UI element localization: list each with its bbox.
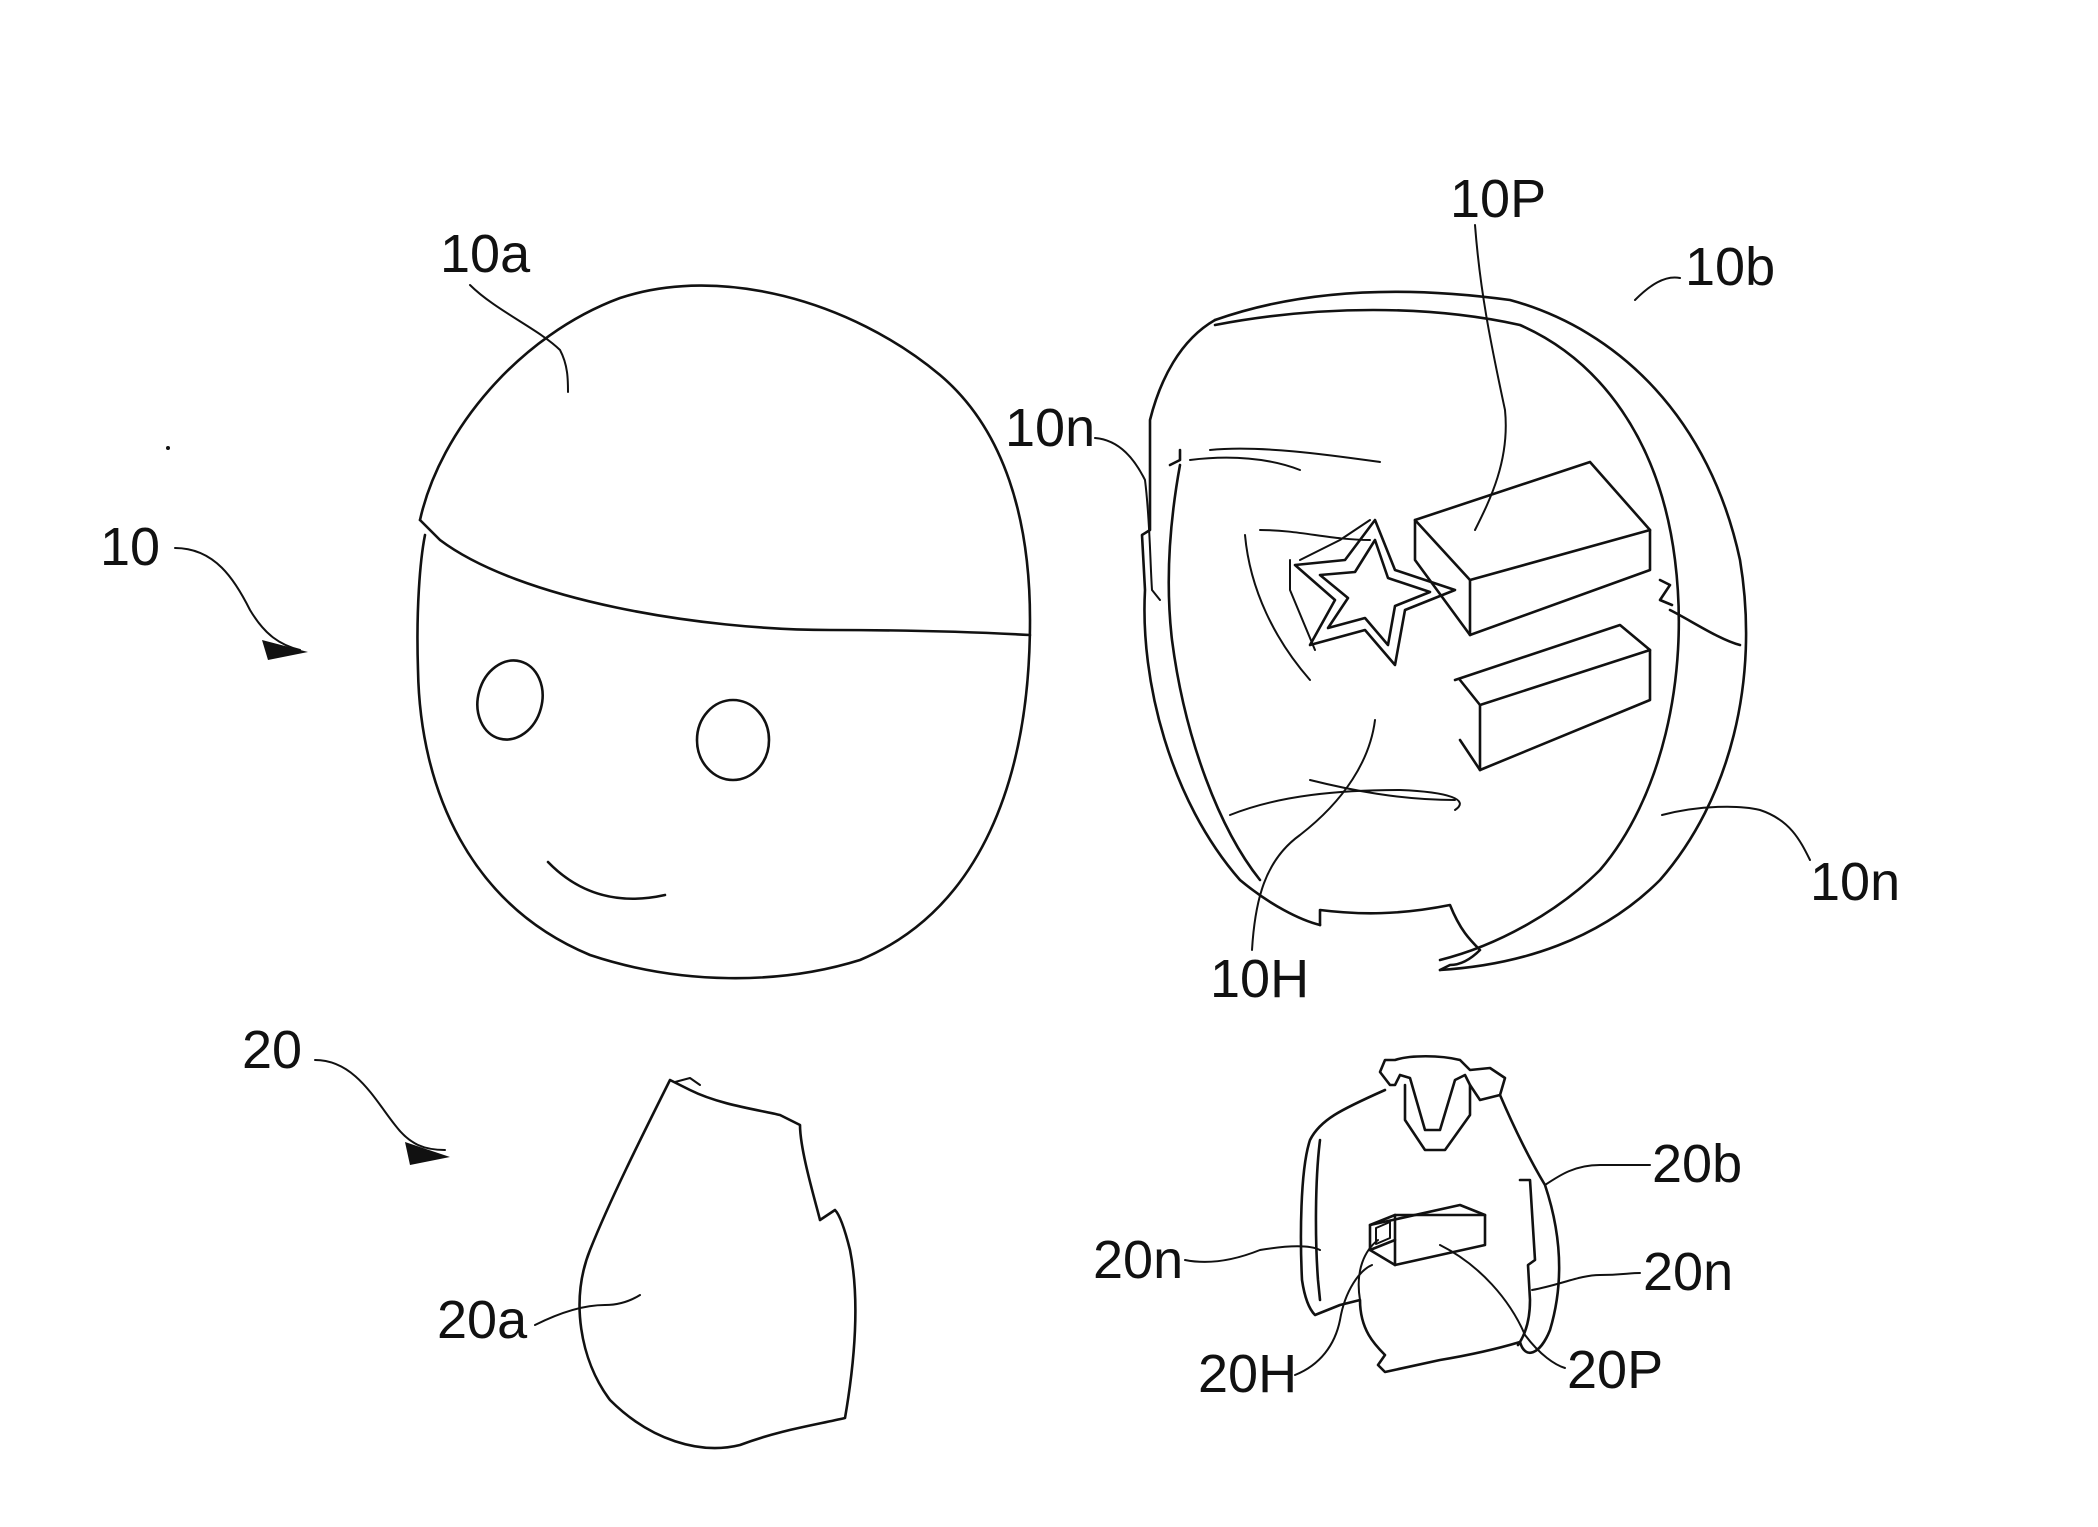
arrow-20: [405, 1142, 450, 1165]
head-back-shell-10b: [1142, 292, 1746, 970]
leader-10H: [1252, 720, 1375, 950]
label-10H: 10H: [1210, 949, 1309, 1009]
body-back-inner-left: [1316, 1140, 1320, 1300]
shell-inner-rim: [1215, 310, 1679, 960]
inner-curve-2: [1210, 449, 1380, 462]
body-front-shell-20a: [580, 1078, 856, 1448]
label-10b: 10b: [1685, 237, 1775, 297]
leader-20H: [1295, 1265, 1372, 1375]
notch-upper: [1170, 450, 1180, 465]
label-20b: 20b: [1652, 1134, 1742, 1194]
inner-curve-1: [1190, 458, 1300, 470]
label-10P: 10P: [1450, 169, 1546, 229]
label-20P: 20P: [1567, 1340, 1663, 1400]
leader-20b: [1545, 1165, 1650, 1185]
leader-lines: [175, 225, 1810, 1375]
shell-right-seam: [1670, 610, 1740, 645]
leader-10P: [1475, 225, 1506, 530]
shell-side-notch: [1660, 580, 1672, 605]
shell-inner-left-edge: [1169, 465, 1260, 880]
leader-10a: [470, 285, 568, 392]
leader-10: [175, 548, 300, 650]
leader-20n-right: [1532, 1273, 1640, 1290]
lower-bar: [1455, 625, 1650, 770]
body-front-outline: [580, 1080, 856, 1448]
label-20H: 20H: [1198, 1344, 1297, 1404]
label-20n-left: 20n: [1093, 1230, 1183, 1290]
lower-bar-edge: [1460, 650, 1650, 705]
leader-20P: [1440, 1245, 1565, 1368]
inner-curve-3: [1245, 535, 1310, 680]
leader-10b: [1635, 277, 1680, 300]
left-eye: [469, 653, 552, 747]
leader-20a: [535, 1295, 640, 1325]
cap-seam-line: [420, 520, 1030, 635]
label-10n-left: 10n: [1005, 398, 1095, 458]
label-20a: 20a: [437, 1290, 528, 1350]
arrow-10: [262, 640, 308, 660]
label-10a: 10a: [440, 224, 531, 284]
right-eye: [697, 700, 769, 780]
prism-edges: [1395, 1215, 1485, 1265]
mouth: [548, 862, 665, 899]
body-back-inner-right: [1518, 1180, 1535, 1345]
upper-bar-edge: [1415, 520, 1650, 580]
head-front-shell-10a: [166, 286, 1030, 979]
body-back-left-edge: [1301, 1090, 1520, 1372]
label-20n-right: 20n: [1643, 1242, 1733, 1302]
star-socket-inner: [1320, 540, 1430, 645]
leader-20: [315, 1060, 445, 1150]
top-slot-clip: [1380, 1056, 1505, 1130]
label-10: 10: [100, 517, 160, 577]
upper-bar-10P: [1415, 462, 1650, 635]
leader-10n-right: [1662, 807, 1810, 860]
reference-labels: 10 10a 10b 10P 10n 10n 10H 20 20a 20b 20…: [100, 169, 1900, 1404]
label-10n-right: 10n: [1810, 852, 1900, 912]
inner-floor-curve: [1230, 790, 1460, 815]
label-20: 20: [242, 1020, 302, 1080]
stray-dot: [166, 446, 170, 450]
shell-bottom-cutout: [1320, 905, 1480, 970]
